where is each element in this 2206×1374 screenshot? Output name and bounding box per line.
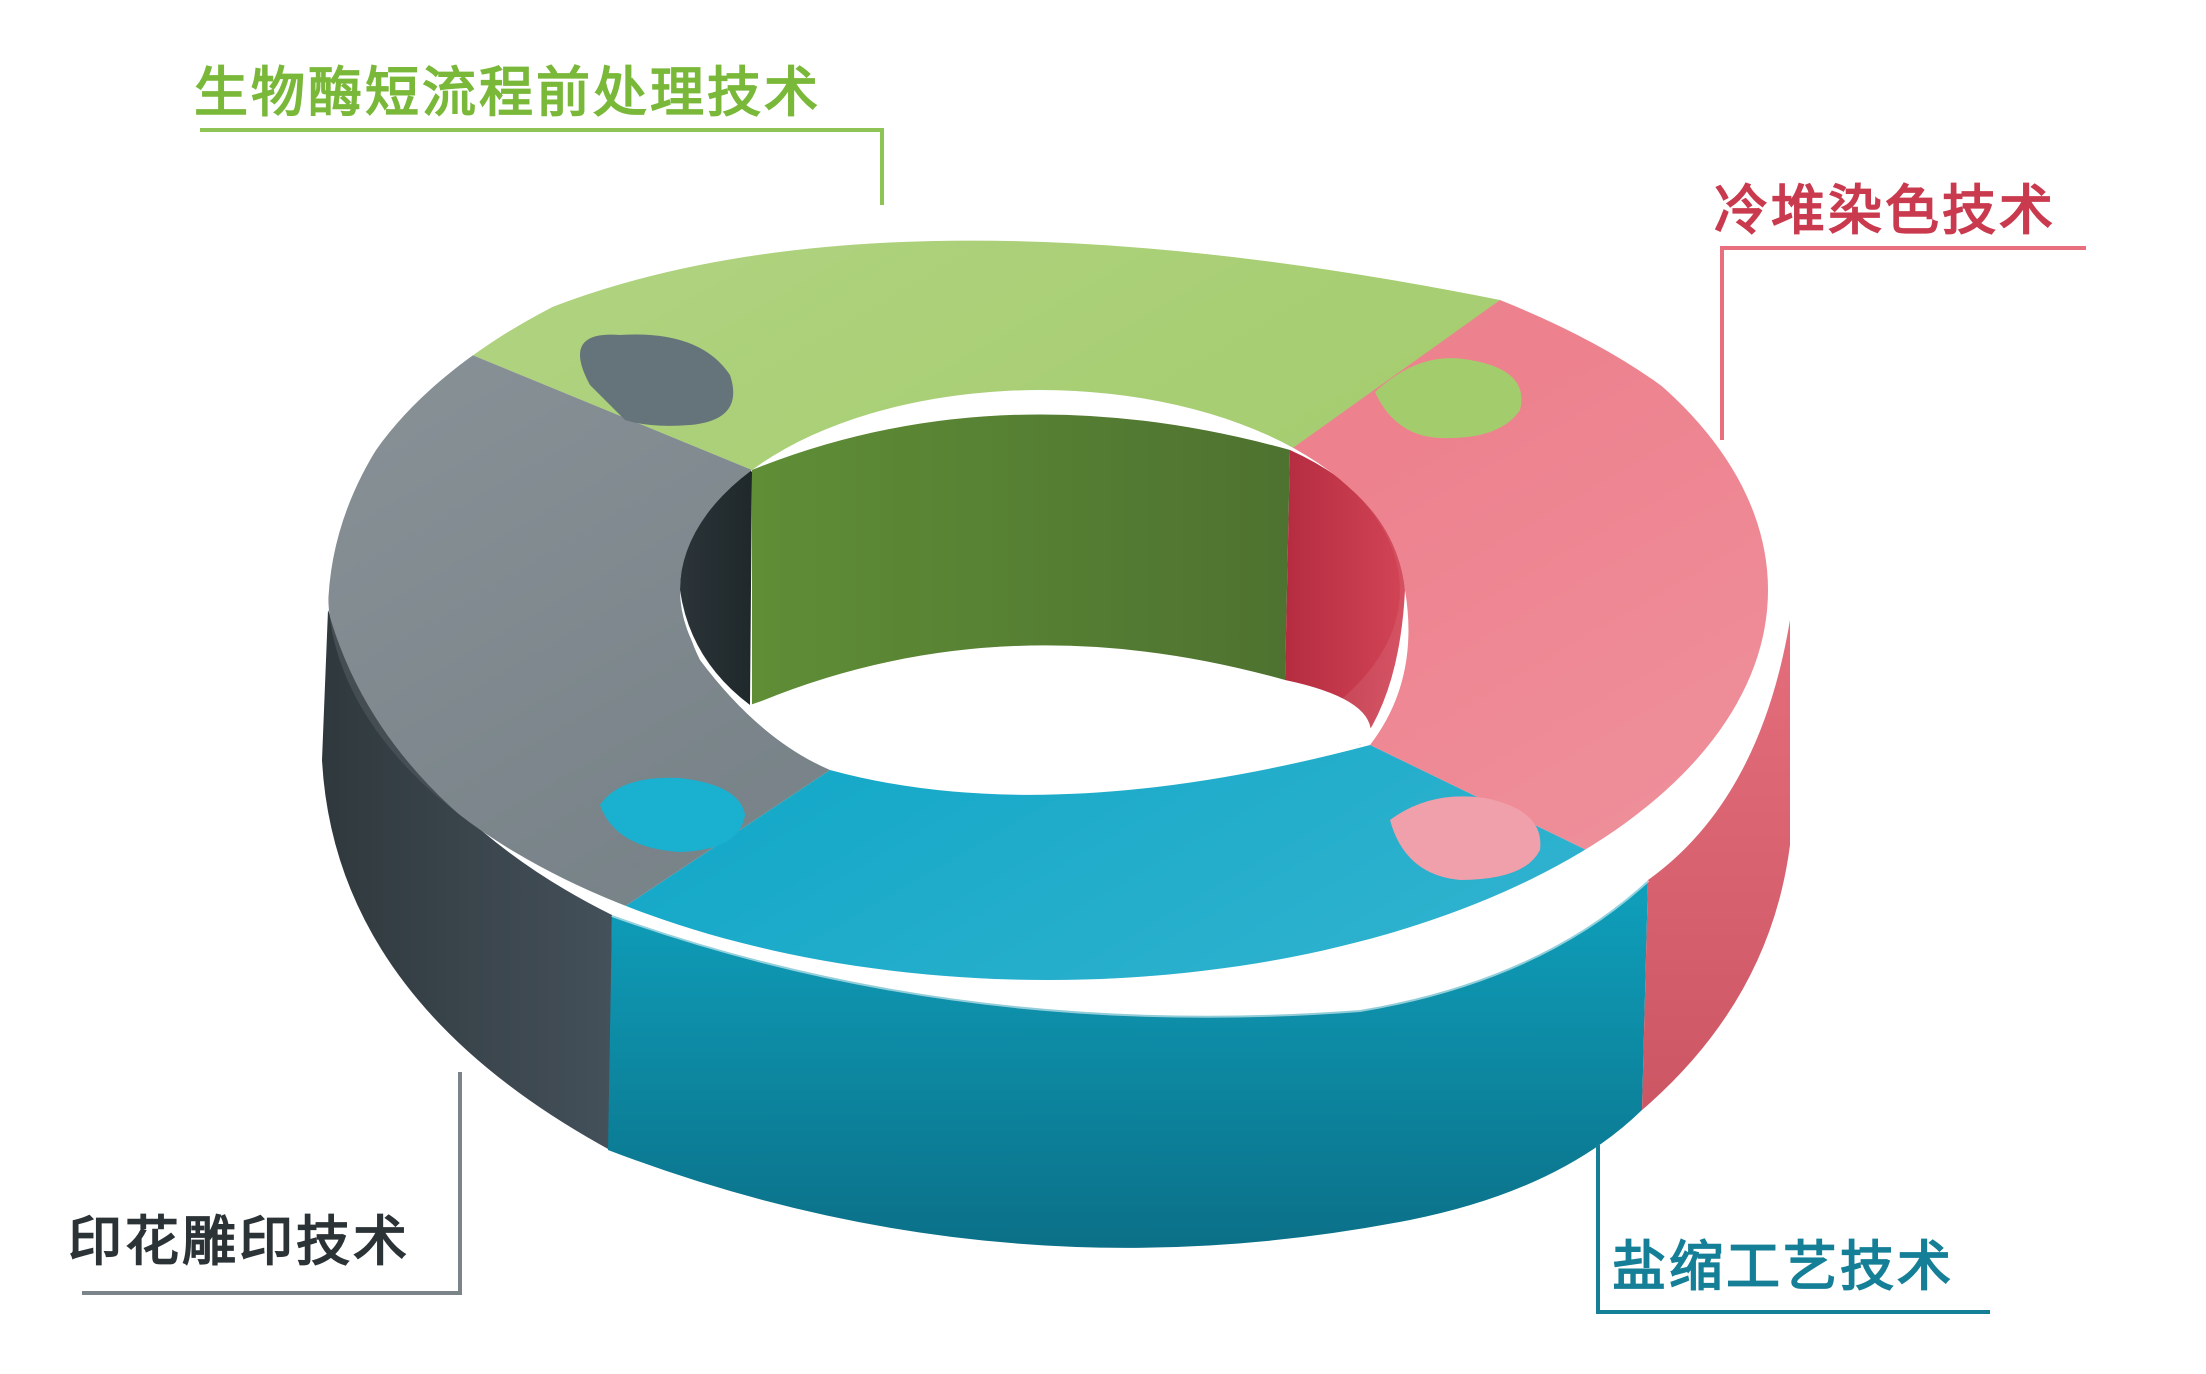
puzzle-tab-icon bbox=[580, 334, 734, 426]
green-inner-wall bbox=[752, 414, 1290, 705]
label-cold-pad-dyeing: 冷堆染色技术 bbox=[1714, 179, 2056, 242]
label-print-discharge: 印花雕印技术 bbox=[68, 1210, 410, 1273]
label-salt-shrink-process: 盐缩工艺技术 bbox=[1612, 1235, 1954, 1298]
leader-line-red bbox=[1720, 246, 2086, 440]
red-outer-side bbox=[1642, 620, 1790, 1110]
leader-line-gray bbox=[82, 1072, 462, 1295]
puzzle-tab-icon bbox=[600, 777, 745, 852]
ring-rim-highlight bbox=[611, 878, 1650, 1018]
puzzle-tab-icon bbox=[1375, 358, 1522, 439]
leader-line-green bbox=[200, 128, 884, 205]
puzzle-tab-icon bbox=[1390, 796, 1541, 880]
label-biological-enzyme: 生物酶短流程前处理技术 bbox=[194, 61, 821, 124]
gray-inner-wall bbox=[680, 470, 752, 705]
teal-outer-side bbox=[608, 880, 1648, 1248]
leader-line-teal bbox=[1596, 1145, 1990, 1314]
